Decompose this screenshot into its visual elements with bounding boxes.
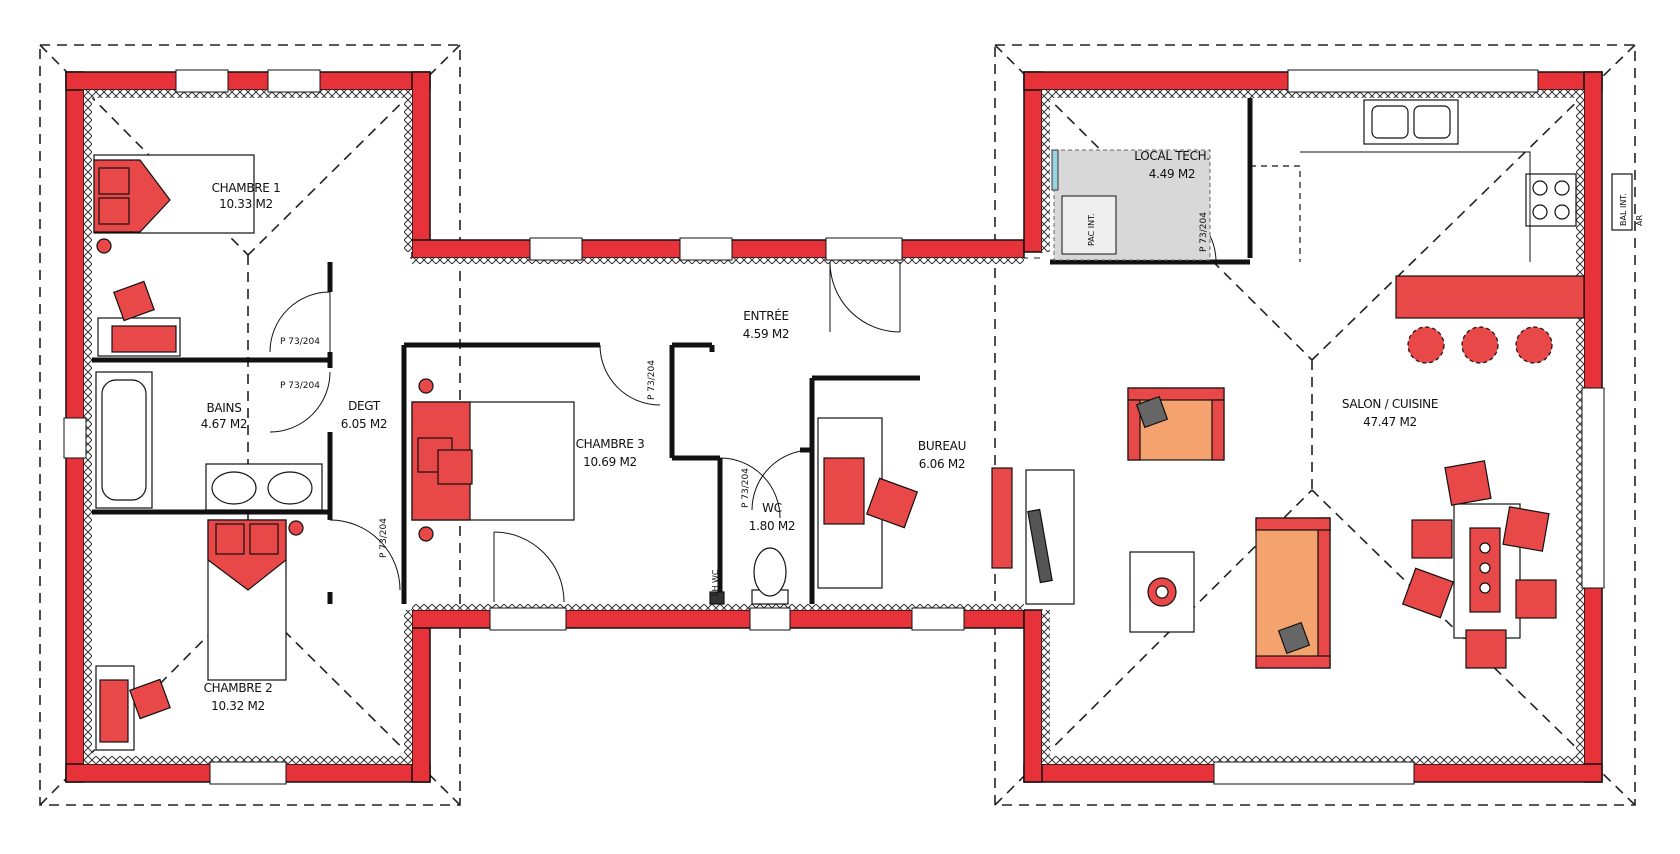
room-name-bureau: BUREAU [918,439,966,453]
door-label: P 73/204 [379,518,389,558]
ar-label: AR [1635,215,1644,226]
room-area-chambre3: 10.69 M2 [583,455,637,469]
room-name-local-tech: LOCAL TECH. [1134,149,1209,163]
insulation [84,90,1584,764]
door-swings [269,201,1217,603]
furniture [93,99,1633,751]
local-tech-room [1051,149,1211,261]
room-area-wc: 1.80 M2 [749,519,795,533]
door-labels: P 73/204 P 73/204 P 73/204 P 73/204 P 73… [280,212,1209,558]
door-label: P 73/204 [741,468,751,508]
equipment-labels: PAC INT. LH WC BAL INT. AR [711,193,1644,596]
door-label: P 73/204 [280,381,320,391]
room-area-degt: 6.05 M2 [341,417,387,431]
door-label: P 73/204 [1199,212,1209,252]
room-labels: CHAMBRE 1 10.33 M2 BAINS 4.67 M2 DEGT 6.… [201,149,1439,713]
lh-wc-label: LH WC [711,569,720,596]
windows [63,69,1605,785]
room-name-salon: SALON / CUISINE [1342,397,1438,411]
room-area-bureau: 6.06 M2 [919,457,965,471]
room-name-wc: WC [762,501,782,515]
room-area-bains: 4.67 M2 [201,417,247,431]
room-area-entree: 4.59 M2 [743,327,789,341]
room-area-salon: 47.47 M2 [1363,415,1417,429]
interior-walls [92,98,1253,604]
door-label: P 73/204 [280,337,320,347]
room-area-chambre2: 10.32 M2 [211,699,265,713]
room-name-entree: ENTRÉE [743,308,789,323]
room-area-local-tech: 4.49 M2 [1149,167,1195,181]
room-name-bains: BAINS [206,401,241,415]
room-name-degt: DEGT [348,399,381,413]
room-area-chambre1: 10.33 M2 [219,197,273,211]
room-name-chambre3: CHAMBRE 3 [576,437,645,451]
bal-label: BAL INT. [1619,193,1628,226]
room-name-chambre2: CHAMBRE 2 [204,681,273,695]
pac-label: PAC INT. [1087,213,1096,246]
door-label: P 73/204 [647,360,657,400]
room-name-chambre1: CHAMBRE 1 [212,181,281,195]
